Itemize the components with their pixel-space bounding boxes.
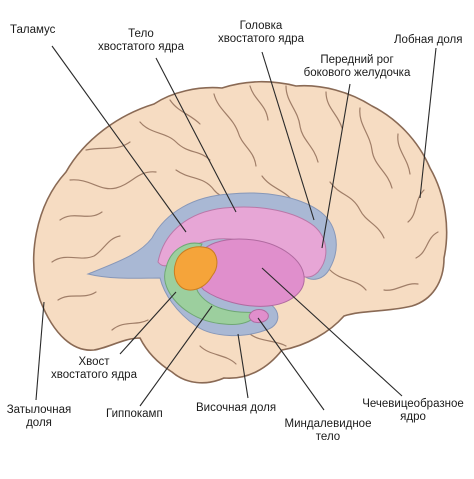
amygdala (248, 309, 269, 323)
leader-amygdala (257, 317, 325, 411)
label-anterior-horn-line2: бокового желудочка (303, 67, 411, 79)
label-caudate-body-line1: Тело (128, 28, 154, 40)
label-caudate-tail: Хвост хвостатого ядра (44, 356, 144, 382)
label-hippocampus-text: Гиппокамп (106, 408, 163, 420)
label-amygdala-line1: Миндалевидное (284, 418, 372, 430)
label-temporal-lobe: Височная доля (196, 402, 276, 415)
leader-occipital (35, 301, 45, 401)
label-caudate-head-line1: Головка (239, 20, 283, 32)
label-amygdala-line2: тело (315, 431, 341, 443)
label-occipital-lobe-line2: доля (26, 417, 52, 429)
label-temporal-lobe-text: Височная доля (196, 402, 277, 414)
label-lentiform: Чечевицеобразное ядро (356, 398, 470, 424)
label-caudate-head: Головка хвостатого ядра (206, 20, 316, 46)
label-caudate-tail-line2: хвостатого ядра (51, 369, 137, 381)
label-occipital-lobe-line1: Затылочная (6, 404, 72, 416)
thalamus (173, 246, 218, 291)
label-thalamus-text: Таламус (10, 24, 56, 36)
sulci (51, 85, 439, 365)
label-anterior-horn-line1: Передний рог (320, 54, 394, 66)
label-hippocampus: Гиппокамп (106, 408, 163, 421)
leader-lines (35, 45, 437, 411)
label-caudate-head-line2: хвостатого ядра (218, 33, 304, 45)
leader-temporal (237, 333, 249, 399)
label-caudate-body-line2: хвостатого ядра (98, 41, 184, 53)
label-lentiform-line1: Чечевицеобразное (362, 398, 464, 410)
leader-lentiform (261, 267, 403, 397)
leader-caudate-body (155, 57, 237, 213)
leader-caudate-head (261, 51, 315, 221)
leader-thalamus (51, 45, 187, 233)
label-caudate-body: Тело хвостатого ядра (86, 28, 196, 54)
label-lentiform-line2: ядро (400, 411, 426, 423)
label-anterior-horn: Передний рог бокового желудочка (296, 54, 418, 80)
label-thalamus: Таламус (10, 24, 55, 37)
leader-anterior-horn (321, 83, 351, 249)
label-amygdala: Миндалевидное тело (280, 418, 376, 444)
lentiform-nucleus (194, 238, 305, 307)
label-frontal-lobe: Лобная доля (394, 34, 463, 47)
label-frontal-lobe-text: Лобная доля (394, 34, 463, 46)
leader-frontal-lobe (419, 47, 437, 199)
label-occipital-lobe: Затылочная доля (2, 404, 76, 430)
leader-hippocampus (139, 305, 213, 407)
label-caudate-tail-line1: Хвост (78, 356, 110, 368)
leader-caudate-tail (119, 291, 177, 355)
